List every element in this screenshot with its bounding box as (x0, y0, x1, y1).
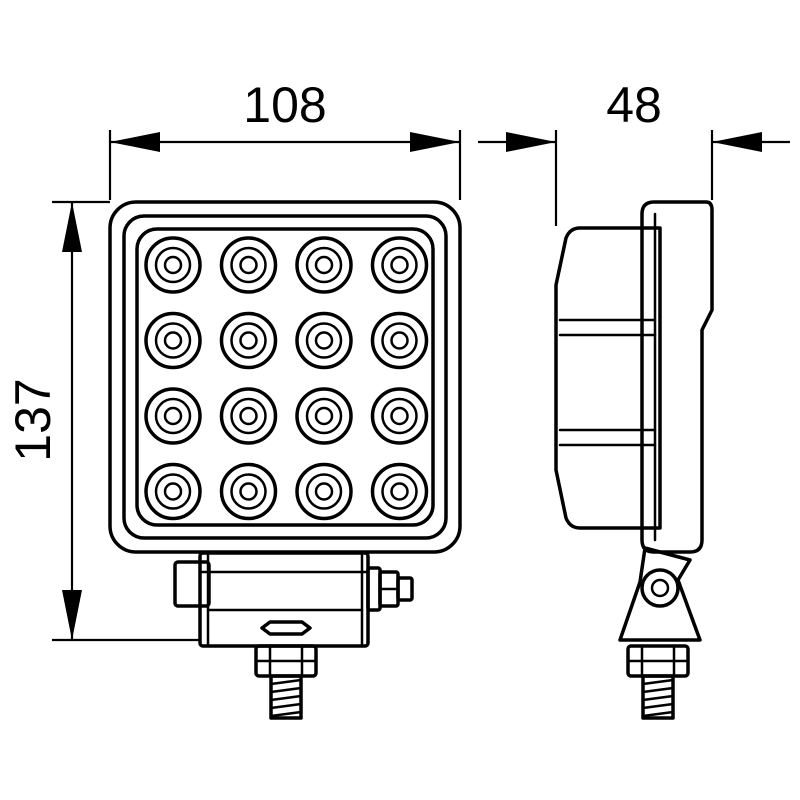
led (144, 462, 202, 521)
led (370, 387, 429, 445)
lens-frame (135, 227, 435, 527)
width-dimension: 108 (108, 77, 462, 200)
front-view (108, 200, 462, 720)
height-label: 137 (5, 378, 61, 461)
led (219, 311, 278, 370)
led (219, 236, 278, 294)
led (144, 311, 202, 370)
led (295, 236, 353, 294)
led-grid (144, 236, 429, 521)
side-view (554, 200, 714, 720)
side-bracket (618, 546, 702, 642)
led (219, 462, 278, 521)
dimension-arrow (712, 132, 762, 152)
dimension-arrow (410, 132, 460, 152)
width-label: 108 (243, 77, 326, 133)
side-nut-and-stud (626, 644, 690, 720)
led (295, 387, 353, 445)
dimension-arrow (62, 590, 82, 640)
height-dimension: 137 (5, 200, 200, 642)
led (370, 236, 429, 294)
led (370, 311, 429, 370)
led (144, 387, 202, 445)
dimension-arrow (62, 202, 82, 252)
dimension-arrow (506, 132, 556, 152)
front-nut-and-stud (254, 620, 318, 720)
led (219, 387, 278, 445)
front-housing-inner (122, 214, 448, 540)
depth-label: 48 (606, 77, 662, 133)
mounting-bracket-front (173, 551, 414, 648)
dimension-arrow (110, 132, 160, 152)
side-rear-housing (640, 200, 714, 554)
depth-dimension: 48 (478, 77, 790, 226)
led (144, 236, 202, 294)
led (295, 462, 353, 521)
front-housing-outer (108, 200, 462, 554)
led (370, 462, 429, 521)
led (295, 311, 353, 370)
side-lens-body (554, 226, 662, 530)
